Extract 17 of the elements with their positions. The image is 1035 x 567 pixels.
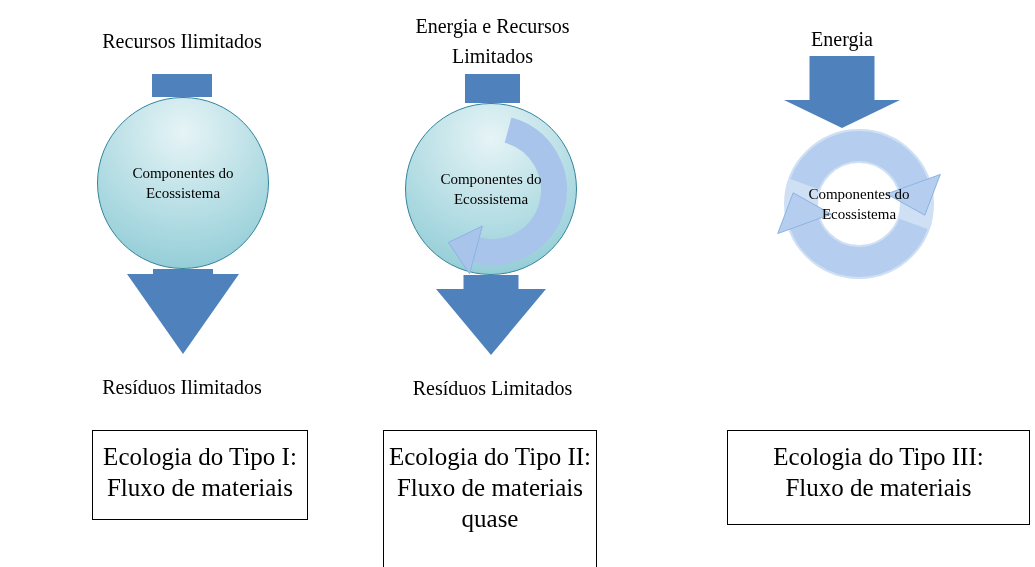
flow-label: Energia e Recursos Limitados — [414, 14, 571, 69]
flow-arrow — [127, 269, 239, 354]
caption-text: Ecologia do Tipo I: Fluxo de materiais — [102, 442, 298, 503]
node-label: Componentes do Ecossistema — [131, 164, 235, 203]
flow-label: Recursos Ilimitados — [102, 29, 262, 54]
node-label: Componentes do Ecossistema — [807, 185, 911, 224]
flow-label: Energia — [811, 27, 873, 53]
caption-box — [383, 430, 597, 567]
caption-box — [727, 430, 1030, 525]
caption-box — [92, 430, 308, 520]
node-label: Componentes do Ecossistema — [439, 170, 543, 209]
caption-text: Ecologia do Tipo III: Fluxo de materiais — [772, 442, 985, 503]
flow-label: Resíduos Limitados — [412, 376, 573, 401]
flow-arrow — [784, 56, 900, 128]
flow-arrow — [436, 275, 546, 355]
caption-text: Ecologia do Tipo II: Fluxo de materiais quase — [388, 442, 592, 534]
flow-label: Resíduos Ilimitados — [102, 375, 262, 400]
